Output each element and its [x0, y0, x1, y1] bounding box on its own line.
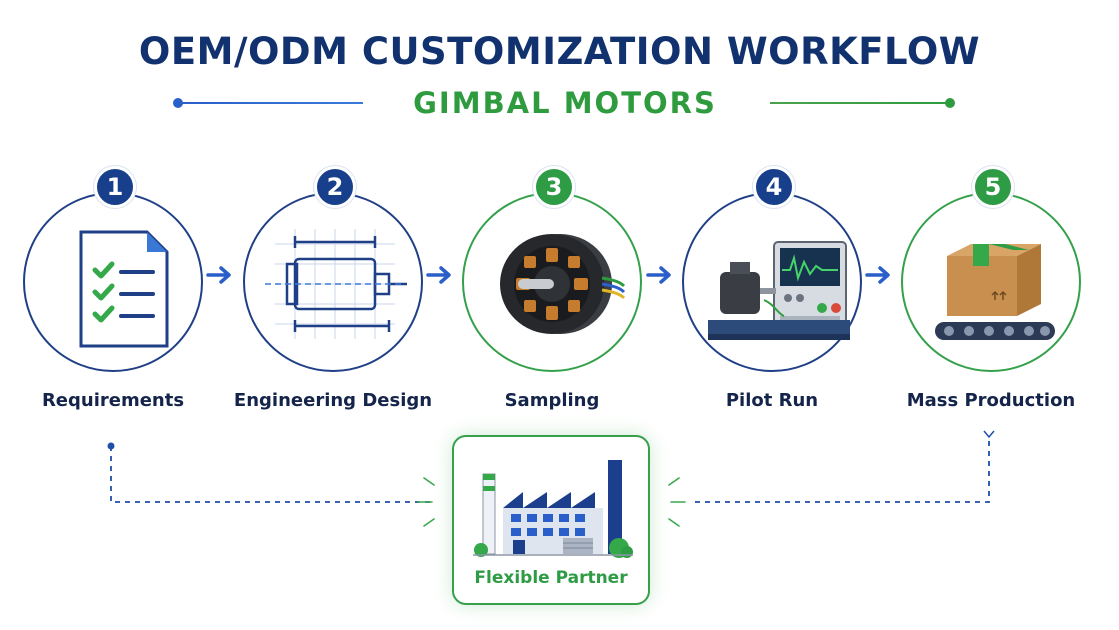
step-sampling: 3 Sampling — [462, 166, 642, 432]
step-requirements: 1 Requirements — [23, 166, 203, 432]
step-number-badge: 3 — [533, 166, 575, 208]
page-title: OEM/ODM CUSTOMIZATION WORKFLOW — [138, 30, 981, 73]
subtitle: GIMBAL MOTORS — [413, 86, 717, 120]
step-pilot-run: 4 Pilot Run — [682, 166, 862, 432]
document-checklist-icon — [79, 230, 169, 348]
blueprint-icon — [265, 229, 407, 339]
test-bench-icon — [708, 241, 850, 340]
step-circle: 1 — [23, 166, 203, 372]
step-circle: 2 — [243, 166, 423, 372]
subtitle-dot-right — [945, 98, 955, 108]
box-conveyor-icon — [935, 244, 1055, 340]
step-number-badge: 4 — [753, 166, 795, 208]
step-mass-production: 5 Mass Production — [901, 166, 1081, 432]
step-number-badge: 5 — [972, 166, 1014, 208]
step-label: Mass Production — [906, 390, 1076, 411]
step-circle: 5 — [901, 166, 1081, 372]
step-label: Pilot Run — [725, 390, 819, 411]
step-label: Engineering Design — [233, 390, 433, 411]
subtitle-line-left — [178, 102, 363, 104]
subtitle-row: GIMBAL MOTORS — [170, 86, 960, 120]
step-circle: 3 — [462, 166, 642, 372]
arrow-right-icon — [425, 265, 455, 285]
step-number-badge: 1 — [94, 166, 136, 208]
arrow-right-icon — [205, 265, 235, 285]
step-label: Requirements — [41, 390, 185, 411]
flexible-partner-card: Flexible Partner — [452, 435, 650, 605]
arrow-right-icon — [864, 265, 894, 285]
subtitle-dot-left — [173, 98, 183, 108]
arrow-right-icon — [645, 265, 675, 285]
flexible-partner-label: Flexible Partner — [474, 568, 628, 588]
subtitle-line-right — [770, 102, 950, 104]
gimbal-motor-icon — [500, 234, 626, 334]
step-circle: 4 — [682, 166, 862, 372]
step-label: Sampling — [504, 390, 600, 411]
step-number-badge: 2 — [314, 166, 356, 208]
factory-icon — [473, 460, 633, 558]
step-engineering-design: 2 Engineering Design — [234, 166, 432, 432]
